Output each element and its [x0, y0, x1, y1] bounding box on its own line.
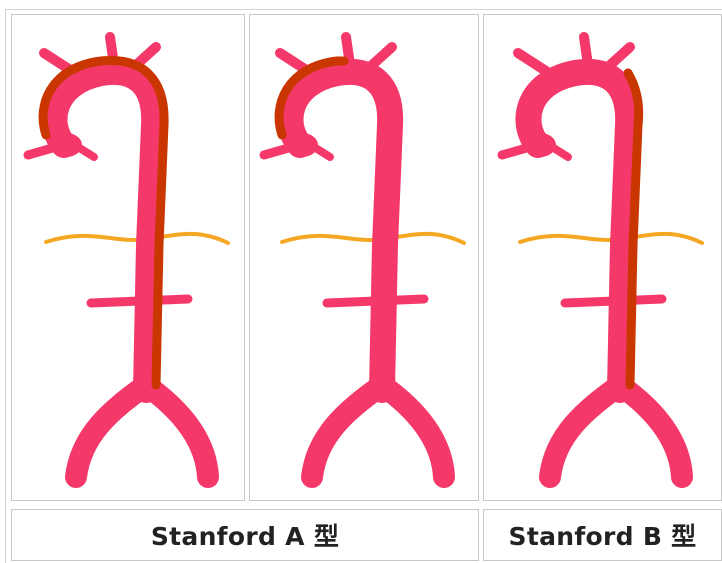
aorta-diagram-a2: [250, 15, 480, 502]
aorta-diagram-b: [484, 15, 722, 502]
aorta-b: [502, 37, 702, 477]
label-stanford-b: Stanford B 型: [509, 517, 697, 553]
aorta-main: [528, 72, 628, 390]
aorta-a1: [28, 37, 228, 477]
aortic-root: [286, 133, 318, 157]
aorta-diagram-a1: [12, 15, 246, 502]
aorta-a2: [264, 37, 464, 477]
aorta-main: [290, 72, 390, 390]
aortic-root: [524, 133, 556, 157]
aortic-root: [50, 133, 82, 157]
panel-stanford-a-ascending: [249, 14, 479, 501]
panel-stanford-b: [483, 14, 722, 501]
label-stanford-a: Stanford A 型: [151, 517, 339, 553]
aorta-main: [54, 72, 154, 390]
label-cell-type-b: Stanford B 型: [483, 509, 722, 561]
panel-stanford-a-extensive: [11, 14, 245, 501]
label-cell-type-a: Stanford A 型: [11, 509, 479, 561]
